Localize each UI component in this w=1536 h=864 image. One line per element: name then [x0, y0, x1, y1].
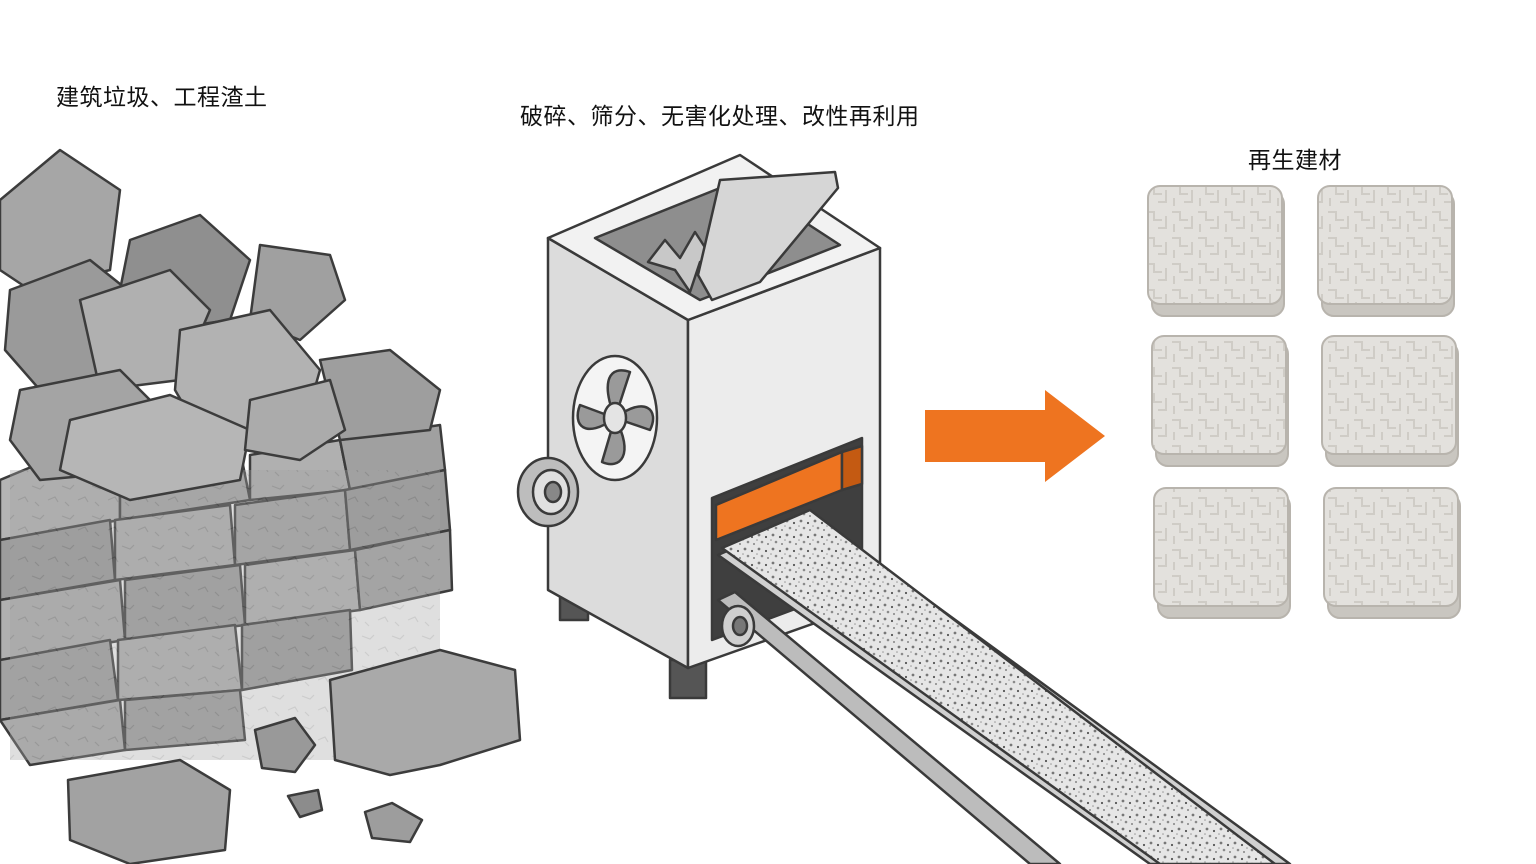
recycled-tile-icon: [1323, 487, 1461, 619]
conveyor-side-rail: [716, 590, 1062, 864]
fan-icon: [571, 354, 659, 482]
recycled-tile-icon: [1153, 487, 1291, 619]
recycled-tiles: [1147, 185, 1461, 619]
recycled-tile-icon: [1317, 185, 1455, 317]
pulley-wheel-icon: [516, 456, 580, 528]
source-label: 建筑垃圾、工程渣土: [56, 85, 268, 111]
outlet-plate-side: [840, 444, 864, 492]
rubble-chunks: [0, 148, 442, 502]
process-label: 破碎、筛分、无害化处理、改性再利用: [520, 104, 920, 130]
rubble-brick-pile-icon: [0, 148, 522, 864]
recycled-tile-icon: [1147, 185, 1285, 317]
conveyor-belt-icon: [716, 508, 1292, 864]
recycled-tile-icon: [1151, 335, 1289, 467]
conveyor-roller-hub: [731, 615, 749, 637]
recycled-tile-icon: [1321, 335, 1459, 467]
product-label: 再生建材: [1248, 148, 1342, 174]
right-arrow-icon: [925, 390, 1105, 482]
scattered-debris: [66, 648, 522, 864]
conveyor-gravel: [720, 508, 1277, 864]
hopper-flap: [696, 170, 840, 302]
